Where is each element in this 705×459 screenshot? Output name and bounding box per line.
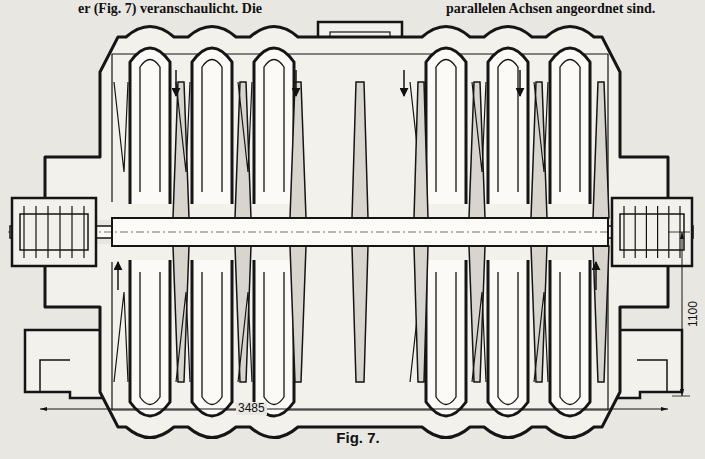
base-foot-left [40,360,70,392]
upper-channel-inner [498,60,518,193]
lower-impeller [469,246,485,382]
upper-return-channel [426,48,466,204]
lower-return-channel [192,260,232,416]
lower-center-impeller [414,246,428,382]
upper-impeller [235,82,251,218]
extension-line [672,396,690,397]
upper-return-channel [192,48,232,204]
flow-arrow [117,262,119,290]
lower-casing [45,244,668,438]
upper-impeller [290,82,306,218]
flow-arrow [519,70,521,96]
upper-channel-inner [436,60,456,193]
upper-return-channel [550,48,590,204]
base-foot-right [637,360,667,392]
flow-arrow [175,70,177,96]
upper-diffuser [472,82,486,172]
extension-line [668,232,690,233]
dimension-label: 3485 [236,402,267,415]
bearing-housing [612,198,692,266]
lower-diffuser [176,292,190,382]
upper-channel-inner [264,60,284,193]
lower-channel-inner [202,272,222,405]
lower-return-channel [130,260,170,416]
upper-diffuser [238,82,252,172]
bearing-housing [12,198,96,266]
lower-channel-inner [264,272,284,405]
lower-return-channel [550,260,590,416]
shaft-axis [8,232,696,233]
flow-arrow [595,262,597,290]
upper-return-channel [488,48,528,204]
lower-return-channel [254,260,294,416]
flow-arrow [403,70,405,96]
page-text: er (Fig. 7) veranschaulicht. Die [78,1,262,16]
figure-caption: Fig. 7. [336,430,379,447]
upper-casing [45,27,668,221]
lower-return-channel [426,260,466,416]
lower-center-impeller [352,246,368,382]
dimension-label: 1100 [687,299,700,329]
lower-impeller [235,246,251,382]
page-text: parallelen Achsen angeordnet sind. [446,1,655,16]
upper-impeller [531,82,547,218]
lower-impeller [173,246,189,382]
lower-diffuser [114,292,128,382]
upper-diffuser [534,82,548,172]
lower-channel-inner [498,272,518,405]
lower-return-channel [488,260,528,416]
lower-channel-inner [436,272,456,405]
upper-channel-inner [560,60,580,193]
lower-impeller [593,246,609,382]
upper-channel-inner [202,60,222,193]
upper-diffuser [176,82,190,172]
upper-return-channel [254,48,294,204]
upper-center-impeller [352,82,368,218]
upper-impeller [173,82,189,218]
lower-diffuser [472,292,486,382]
lower-impeller [531,246,547,382]
lower-diffuser [534,292,548,382]
upper-diffuser [114,82,128,172]
upper-impeller [593,82,609,218]
bearing-shell [20,214,88,250]
lower-channel-inner [560,272,580,405]
dimension-line [682,232,683,396]
upper-channel-inner [140,60,160,193]
upper-impeller [469,82,485,218]
upper-return-channel [130,48,170,204]
flow-arrow [295,70,297,96]
upper-center-impeller [414,82,428,218]
lower-impeller [290,246,306,382]
lower-diffuser [238,292,252,382]
dimension-line [40,409,668,410]
lower-channel-inner [140,272,160,405]
